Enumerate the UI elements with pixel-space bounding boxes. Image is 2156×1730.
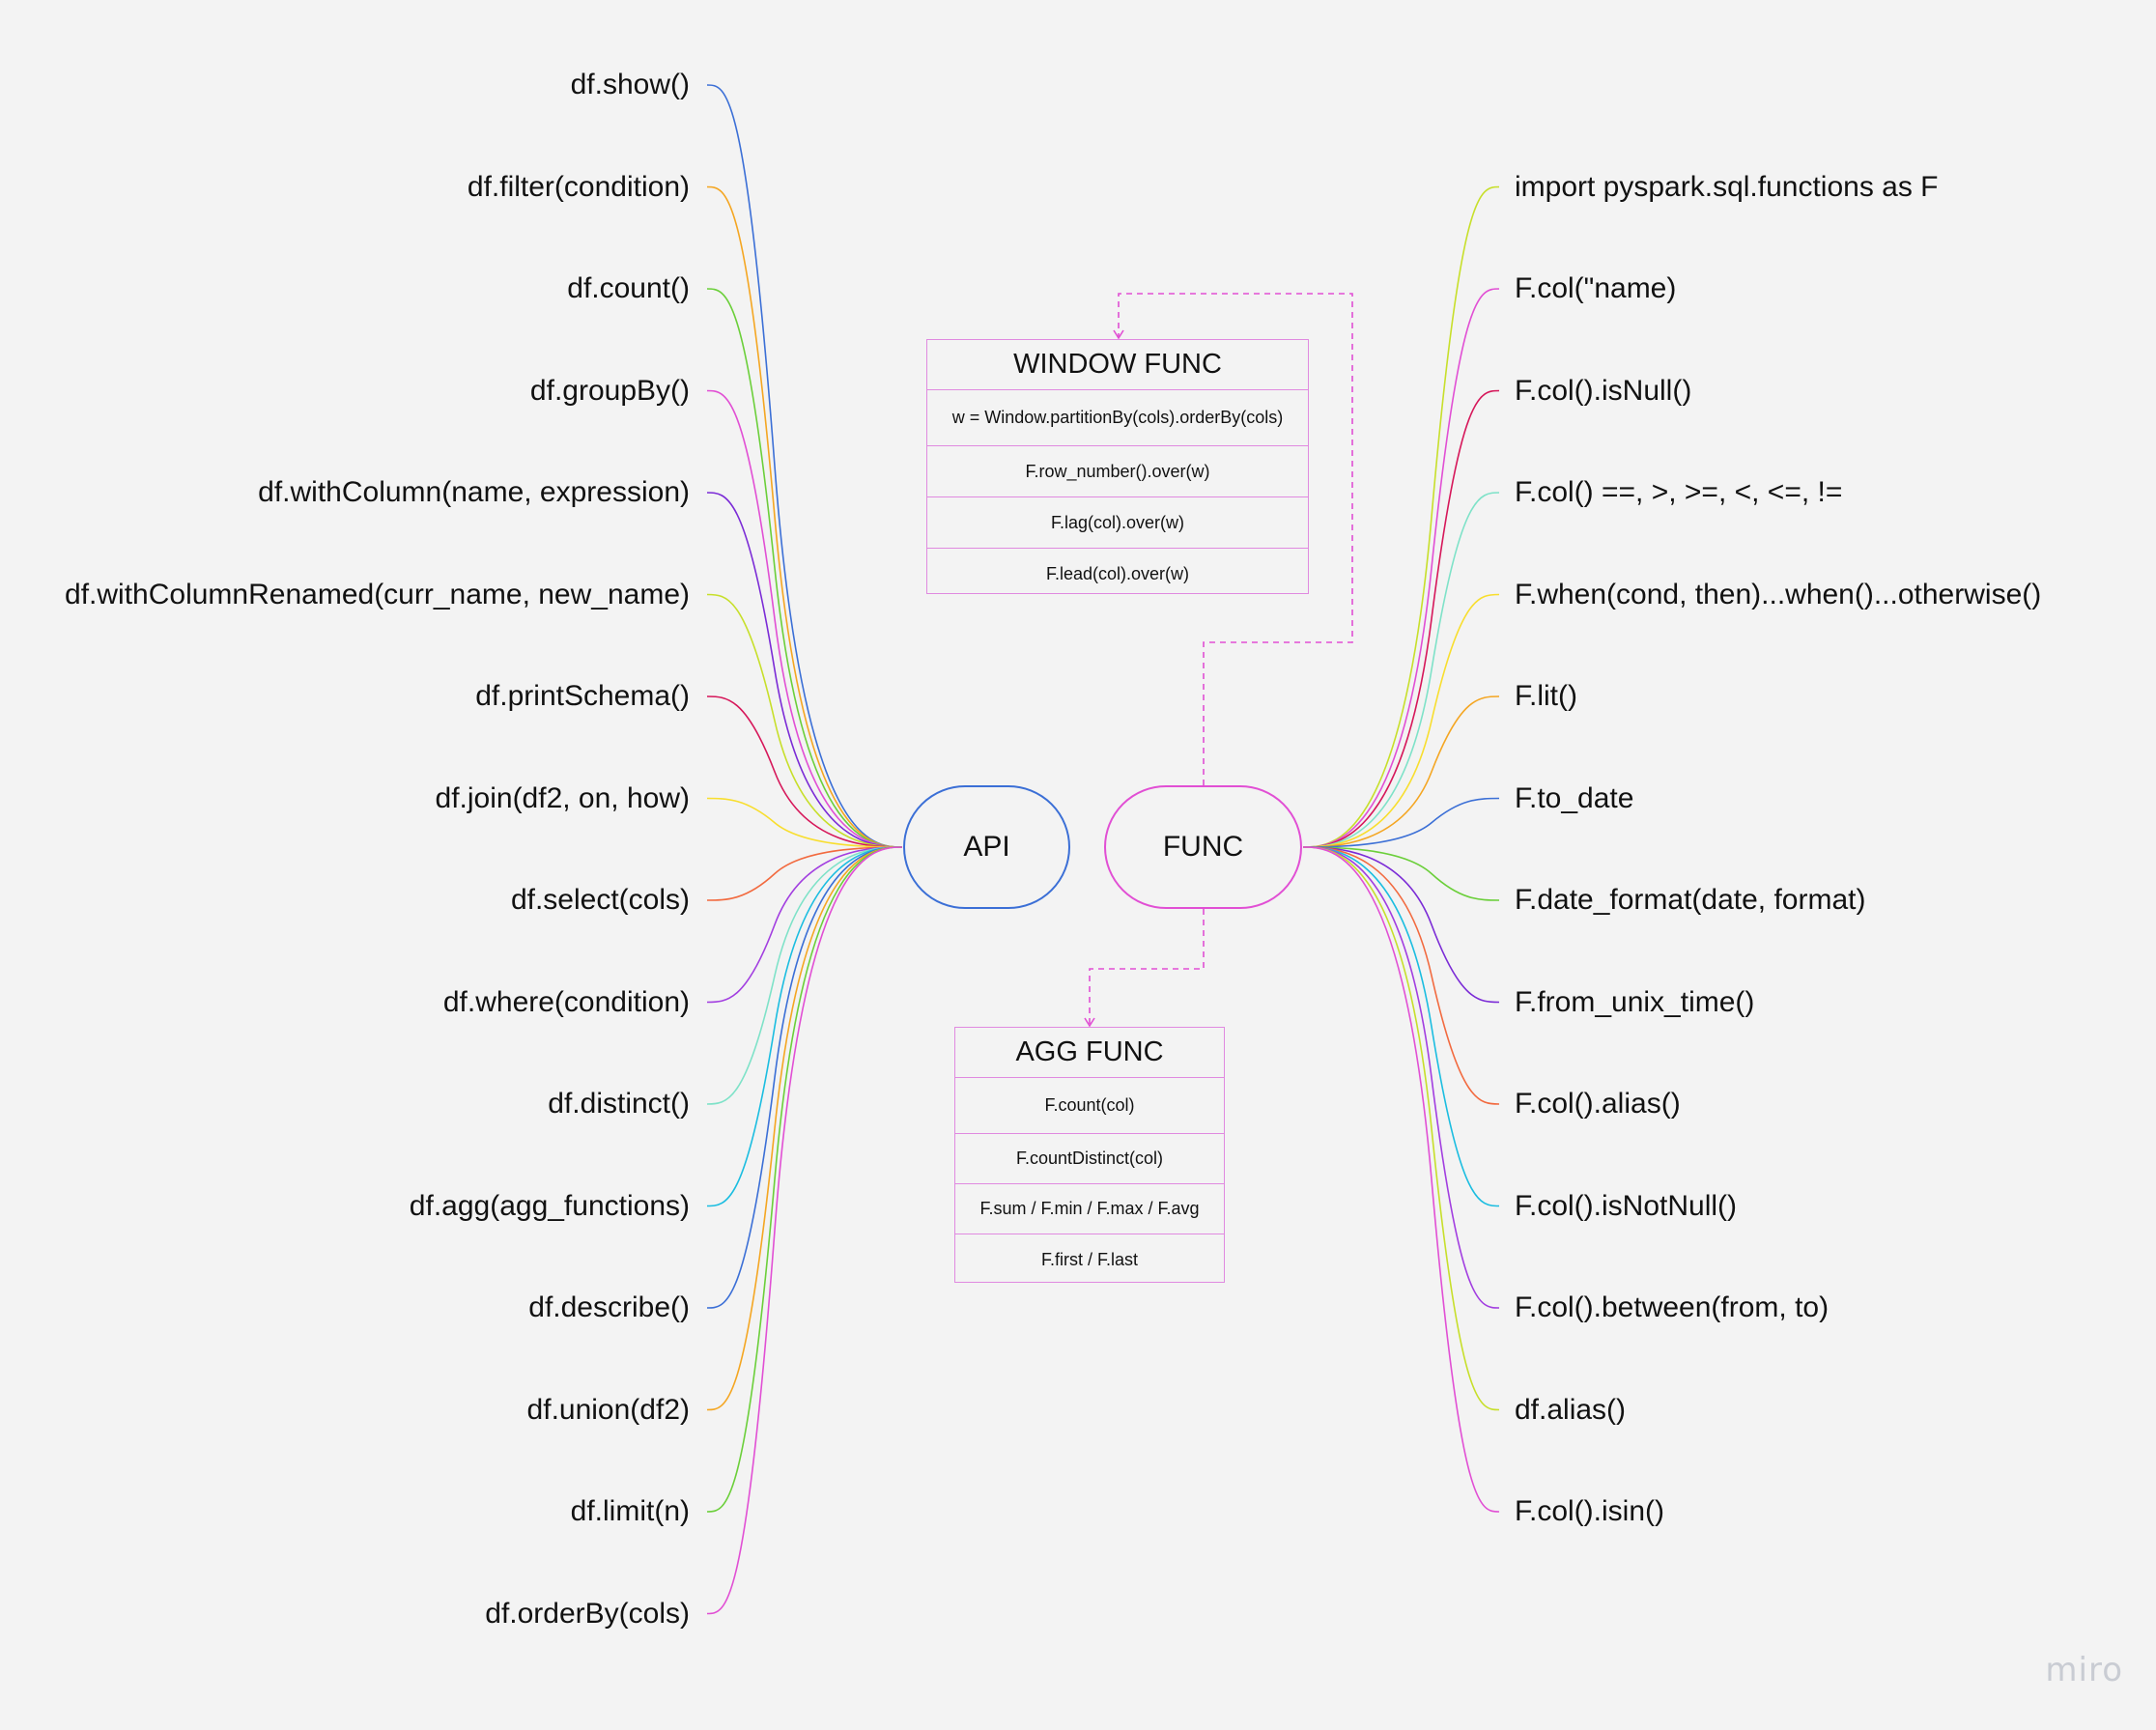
func-branch-label[interactable]: F.col("name) — [1515, 272, 1677, 304]
func-branch-connector — [1302, 846, 1500, 1411]
func-to-agg-connector — [1089, 909, 1205, 1025]
func-branch-connector — [1302, 846, 1500, 1513]
api-branch-label[interactable]: df.withColumn(name, expression) — [258, 476, 690, 508]
window-func-row: F.lead(col).over(w) — [1045, 564, 1190, 583]
api-branch-label[interactable]: df.describe() — [528, 1291, 690, 1323]
func-branch-connector — [1302, 797, 1500, 848]
api-branch-connector — [706, 593, 903, 848]
api-branch-label[interactable]: df.limit(n) — [570, 1495, 690, 1527]
api-branch-connector — [706, 84, 903, 848]
api-branch-connector — [706, 288, 903, 848]
func-branch-connector — [1302, 846, 1500, 1207]
miro-watermark: miro — [2045, 1651, 2123, 1689]
func-branch-label[interactable]: F.col().isNull() — [1515, 374, 1692, 407]
func-branch-connector — [1302, 492, 1500, 848]
window-func-title: WINDOW FUNC — [927, 340, 1308, 390]
agg-func-row: F.first / F.last — [1040, 1249, 1138, 1269]
api-node-label: API — [963, 831, 1010, 863]
api-branch-connector — [706, 846, 903, 1105]
func-branch-label[interactable]: F.from_unix_time() — [1515, 985, 1755, 1018]
api-branch-label[interactable]: df.orderBy(cols) — [485, 1597, 690, 1630]
func-branch-label[interactable]: F.col().isNotNull() — [1515, 1189, 1738, 1222]
api-branch-label[interactable]: df.filter(condition) — [467, 170, 690, 203]
api-branch-connector — [706, 846, 903, 1513]
api-branch-label[interactable]: df.where(condition) — [442, 985, 690, 1018]
api-branch-label[interactable]: df.select(cols) — [510, 884, 690, 916]
func-branch-label[interactable]: F.lit() — [1515, 680, 1577, 712]
func-branch-label[interactable]: F.col() ==, >, >=, <, <=, != — [1515, 476, 1843, 508]
func-branch-connector — [1302, 185, 1500, 848]
func-to-window-connector — [1118, 293, 1353, 785]
func-branch-label[interactable]: F.when(cond, then)...when()...otherwise(… — [1515, 578, 2042, 610]
func-branch-connector — [1302, 389, 1500, 848]
window-func-row: w = Window.partitionBy(cols).orderBy(col… — [927, 390, 1308, 446]
func-branch-label[interactable]: df.alias() — [1515, 1393, 1627, 1426]
api-branch-connector — [706, 846, 903, 1309]
api-branch-label[interactable]: df.withColumnRenamed(curr_name, new_name… — [65, 578, 690, 610]
func-branch-label[interactable]: F.col().alias() — [1515, 1088, 1681, 1120]
api-branch-label[interactable]: df.agg(agg_functions) — [409, 1189, 690, 1222]
func-branch-connector — [1302, 593, 1500, 848]
api-branch-label[interactable]: df.printSchema() — [475, 680, 690, 712]
window-func-row: F.lag(col).over(w) — [927, 497, 1308, 549]
window-func-table[interactable]: WINDOW FUNC w = Window.partitionBy(cols)… — [926, 339, 1309, 594]
api-branch-connector — [706, 389, 903, 848]
api-branch-connector — [706, 797, 903, 848]
func-branch-label[interactable]: import pyspark.sql.functions as F — [1515, 170, 1939, 203]
api-branch-label[interactable]: df.show() — [570, 69, 690, 100]
arrowhead-icon — [1113, 329, 1124, 340]
func-branch-connector — [1302, 846, 1500, 1309]
agg-func-table[interactable]: AGG FUNC F.count(col) F.countDistinct(co… — [954, 1027, 1225, 1283]
func-branch-label[interactable]: F.to_date — [1515, 781, 1634, 814]
api-branch-connector — [706, 846, 903, 1004]
agg-func-row: F.sum / F.min / F.max / F.avg — [955, 1184, 1224, 1234]
func-node[interactable]: FUNC — [1104, 785, 1302, 909]
func-branch-connector — [1302, 846, 1500, 901]
api-branch-connector — [706, 695, 903, 848]
func-branch-label[interactable]: F.col().isin() — [1515, 1495, 1664, 1527]
func-branch-label[interactable]: F.col().between(from, to) — [1515, 1291, 1830, 1323]
func-branch-connector — [1302, 846, 1500, 1004]
api-branch-connector — [706, 846, 903, 901]
func-branch-label[interactable]: F.date_format(date, format) — [1515, 884, 1866, 916]
func-branch-connector — [1302, 695, 1500, 848]
api-branch-connector — [706, 185, 903, 848]
agg-func-row: F.count(col) — [955, 1078, 1224, 1134]
api-branch-connector — [706, 846, 903, 1615]
agg-func-row: F.countDistinct(col) — [955, 1134, 1224, 1184]
arrowhead-icon — [1084, 1017, 1095, 1028]
api-branch-label[interactable]: df.union(df2) — [526, 1393, 690, 1426]
api-branch-connector — [706, 492, 903, 848]
func-branch-connector — [1302, 846, 1500, 1105]
func-branch-connector — [1302, 288, 1500, 848]
api-branch-label[interactable]: df.count() — [567, 272, 690, 304]
api-branch-label[interactable]: df.join(df2, on, how) — [435, 781, 690, 814]
api-branch-connector — [706, 846, 903, 1207]
api-node[interactable]: API — [903, 785, 1070, 909]
func-node-label: FUNC — [1162, 831, 1244, 863]
api-branch-label[interactable]: df.distinct() — [548, 1088, 690, 1120]
api-branch-connector — [706, 846, 903, 1411]
window-func-row: F.row_number().over(w) — [927, 446, 1308, 497]
agg-func-title: AGG FUNC — [955, 1028, 1224, 1078]
api-branch-label[interactable]: df.groupBy() — [529, 374, 690, 407]
